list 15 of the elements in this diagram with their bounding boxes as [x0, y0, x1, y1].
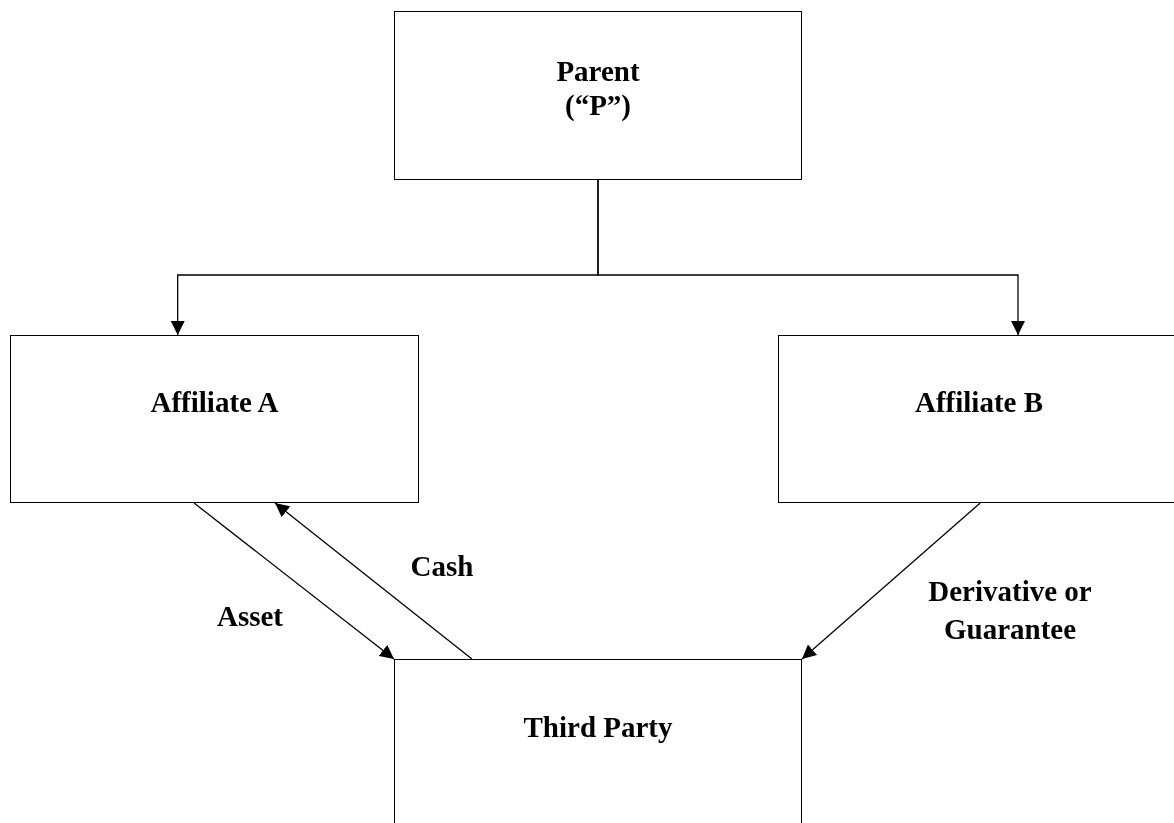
- entity-name: Parent (“P”): [555, 53, 641, 122]
- entity-name: Affiliate B: [914, 385, 1044, 419]
- arrow: [274, 502, 473, 660]
- entity-name: Third Party: [523, 709, 673, 744]
- edge-label: Derivative or Guarantee: [927, 574, 1093, 647]
- entity-box: [10, 335, 419, 503]
- arrow: [801, 502, 981, 660]
- arrow: [193, 502, 395, 660]
- entity-box: [778, 335, 1174, 503]
- entity-name: Affiliate A: [150, 385, 279, 419]
- entity-box: [394, 659, 802, 823]
- arrow: [597, 179, 1025, 336]
- edge-label: Asset: [215, 599, 284, 634]
- edge-label: Cash: [409, 549, 475, 584]
- entity-box: [394, 11, 802, 180]
